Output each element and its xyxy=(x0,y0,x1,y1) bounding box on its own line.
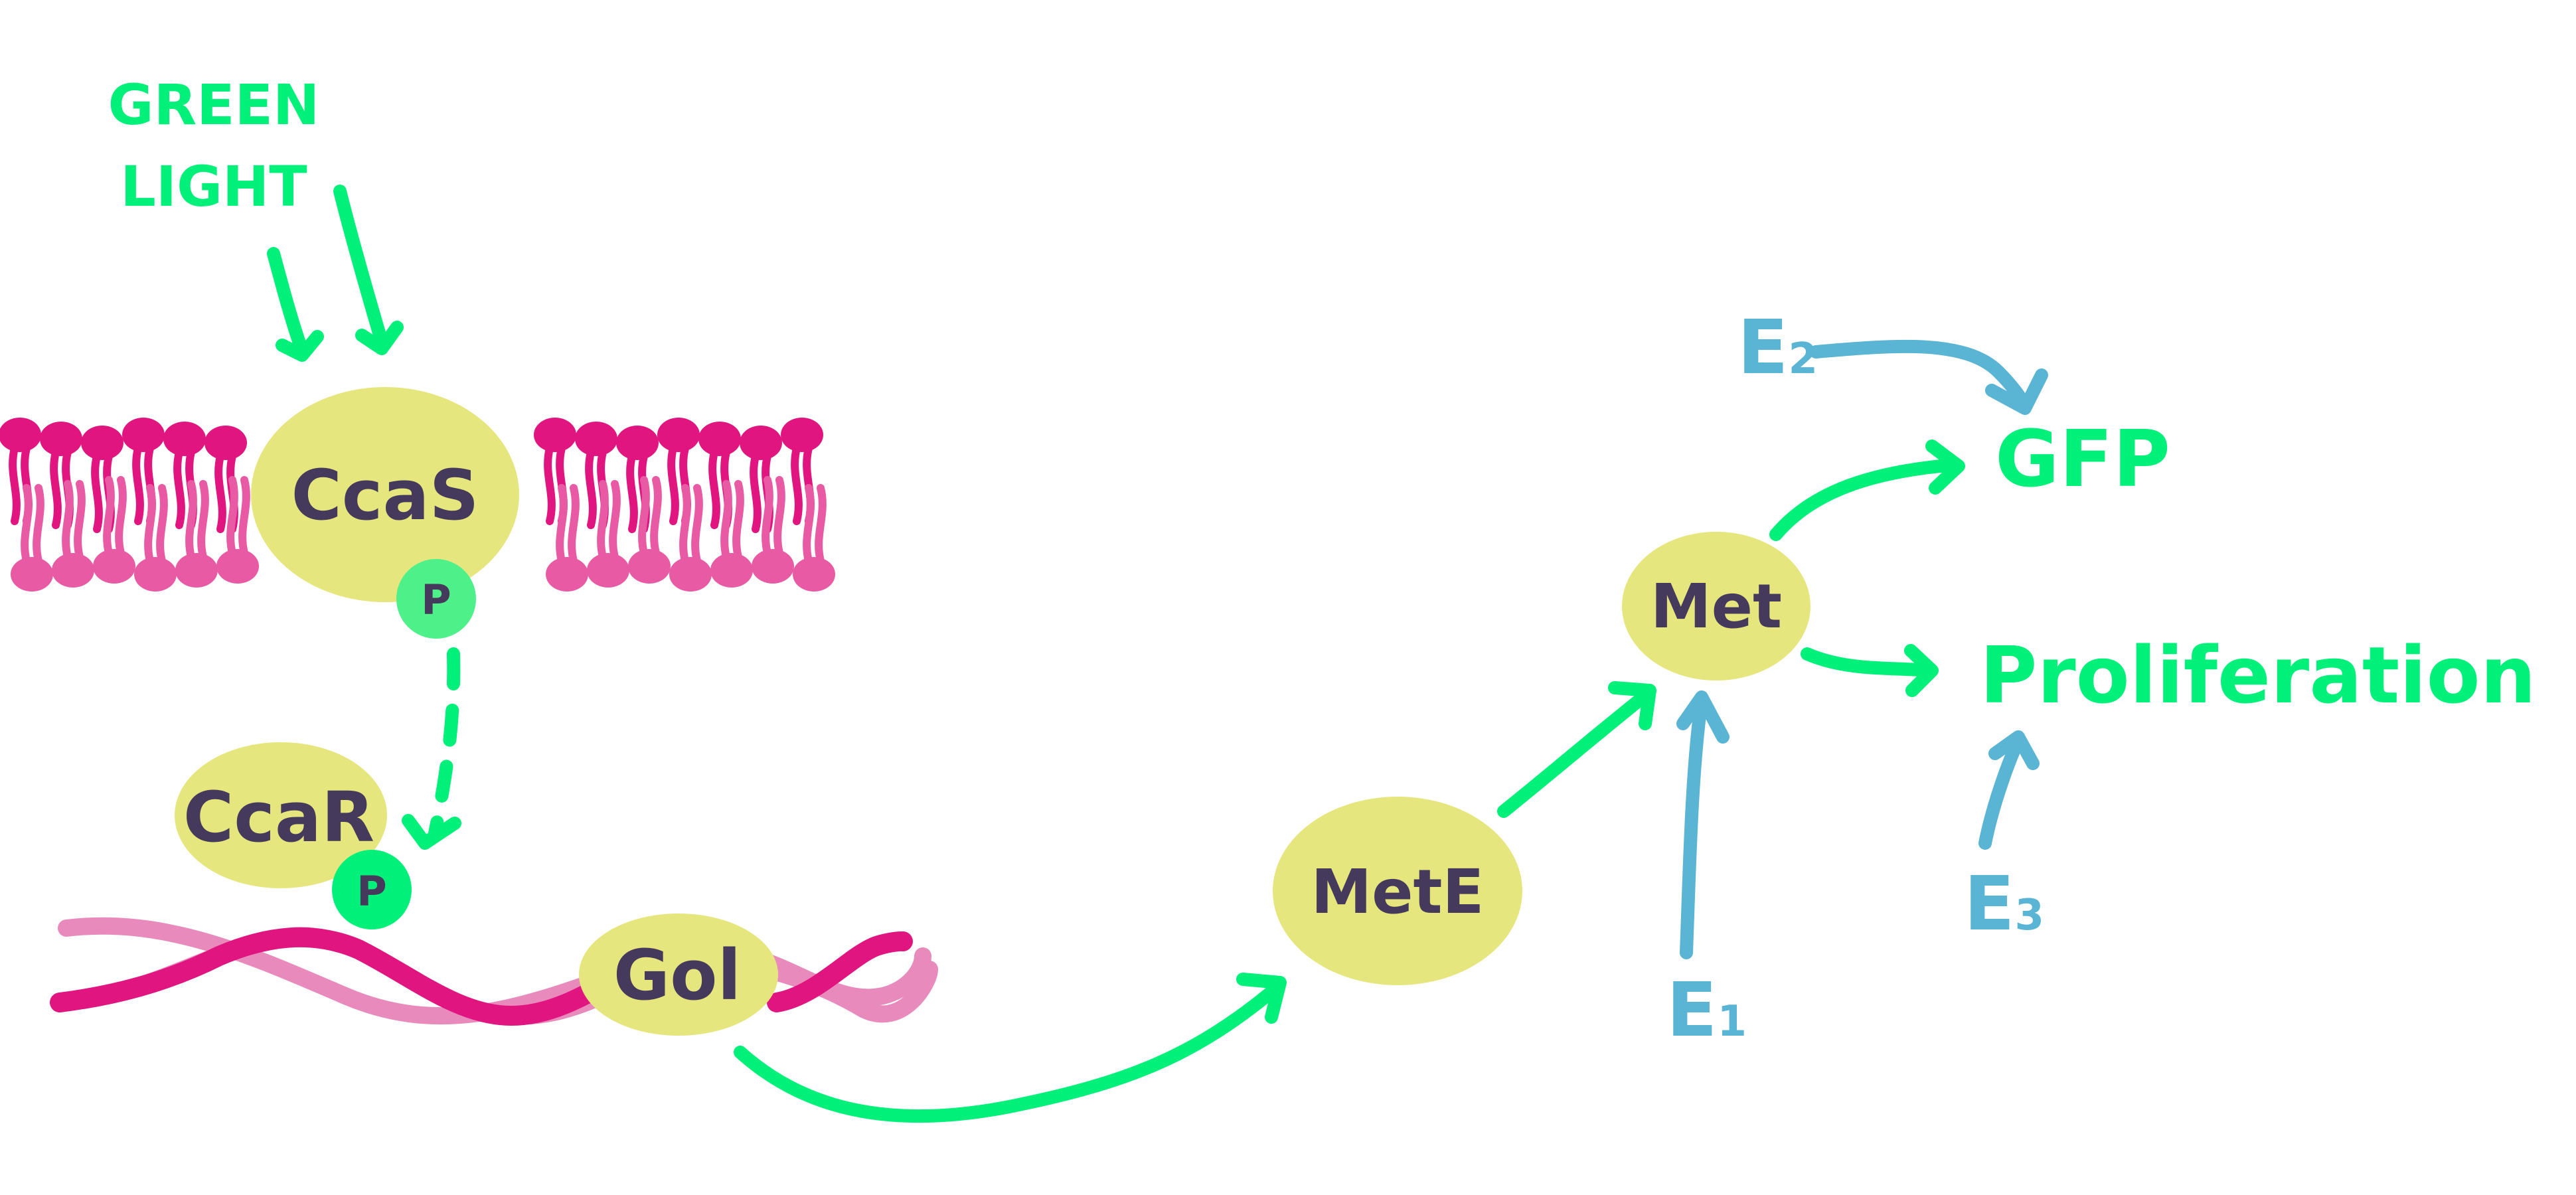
met-to-gfp-arrow xyxy=(1769,439,1965,541)
phosphotransfer-arrow xyxy=(402,647,461,850)
gol-label: Gol xyxy=(613,935,741,1016)
lipid-head-top xyxy=(698,422,741,525)
e1-letter: E xyxy=(1666,967,1718,1054)
green-light-arrows xyxy=(267,185,404,362)
lipid-head-top xyxy=(81,426,123,529)
e2-letter: E xyxy=(1737,305,1789,391)
ccar-phospho-label: P xyxy=(357,867,386,916)
met-protein: Met xyxy=(1622,532,1811,680)
dna-helix xyxy=(50,917,938,1026)
lipid-head-top xyxy=(616,426,659,529)
e3-to-proliferation-arrow xyxy=(1978,730,2040,850)
e2-to-gfp-arrow xyxy=(1809,339,2048,415)
green-light-label-line2: LIGHT xyxy=(120,154,307,219)
gol-protein: Gol xyxy=(579,914,778,1036)
lipid-head-top xyxy=(204,426,247,529)
ccar-phospho-group: P xyxy=(332,850,412,929)
lipid-head-top xyxy=(781,418,823,521)
met-label: Met xyxy=(1650,571,1782,642)
e1-subscript: 1 xyxy=(1718,997,1747,1046)
lipid-head-top xyxy=(40,422,82,525)
e3-label: E3 xyxy=(1964,861,2044,947)
green-light-label-line1: GREEN xyxy=(108,72,320,137)
lipid-head-top xyxy=(740,426,782,529)
met-to-proliferation-arrow xyxy=(1801,644,1939,697)
e3-subscript: 3 xyxy=(2015,891,2045,940)
ccas-label: CcaS xyxy=(291,455,479,536)
ccas-phospho-label: P xyxy=(421,576,451,624)
gfp-label: GFP xyxy=(1995,413,2170,505)
e2-label: E2 xyxy=(1737,305,1818,391)
ccar-protein: CcaR xyxy=(175,742,387,888)
mete-protein: MetE xyxy=(1273,797,1522,985)
e3-letter: E xyxy=(1964,861,2015,947)
ccas-protein: CcaS xyxy=(251,387,519,602)
lipid-head-top xyxy=(657,418,700,521)
lipid-head-top xyxy=(534,418,576,521)
e1-to-met-arrow xyxy=(1676,690,1730,959)
mete-label: MetE xyxy=(1311,856,1485,927)
mete-to-met-arrow xyxy=(1497,681,1656,818)
proliferation-label: Proliferation xyxy=(1980,629,2536,721)
e1-label: E1 xyxy=(1666,967,1747,1054)
lipid-head-top xyxy=(163,422,206,525)
lipid-head-top xyxy=(122,418,165,521)
ccas-phospho-group: P xyxy=(396,559,476,639)
lipid-head-top xyxy=(0,418,41,521)
e2-subscript: 2 xyxy=(1789,335,1818,384)
ccar-label: CcaR xyxy=(183,777,374,858)
lipid-head-top xyxy=(575,422,617,525)
gol-to-mete-arrow xyxy=(734,973,1287,1123)
